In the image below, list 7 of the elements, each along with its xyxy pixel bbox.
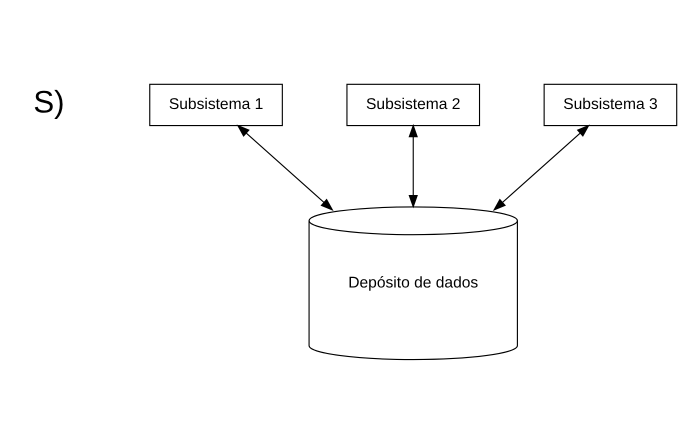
arrow: [236, 124, 334, 212]
label: S): [33, 84, 65, 120]
arrow: [492, 124, 590, 212]
arrow: [408, 124, 418, 208]
node-box: Subsistema 1: [149, 84, 283, 126]
node-box: Subsistema 3: [544, 84, 678, 126]
node-box: Subsistema 2: [346, 84, 480, 126]
